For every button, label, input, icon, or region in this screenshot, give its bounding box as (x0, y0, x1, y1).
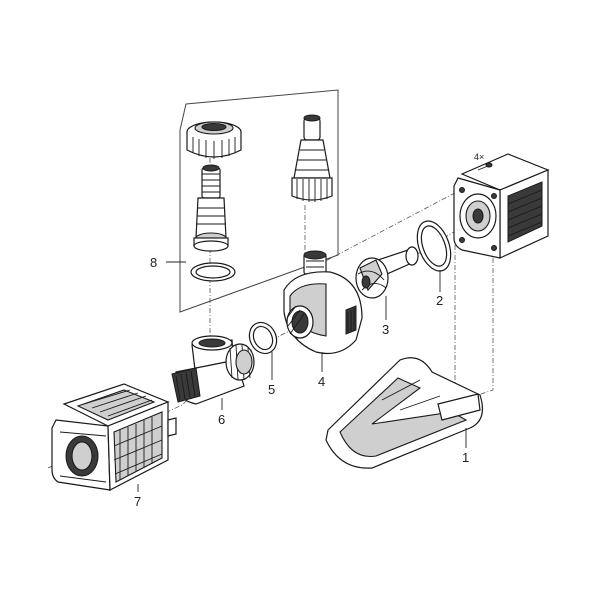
screw-quantity-label: 4× (474, 152, 484, 162)
callout-1: 1 (462, 450, 469, 465)
part-4-pump-housing (283, 250, 363, 355)
part-6-elbow-connector (171, 335, 255, 405)
part-3-impeller (355, 246, 419, 299)
callout-6: 6 (218, 412, 225, 427)
part-1-base-stand (325, 357, 483, 469)
callout-8: 8 (150, 255, 157, 270)
union-nut (186, 121, 242, 159)
stepped-hose-tail-large (291, 114, 333, 202)
callout-5: 5 (268, 382, 275, 397)
screw-icon (477, 162, 493, 171)
leader-lines (137, 261, 467, 492)
callout-7: 7 (134, 494, 141, 509)
part-8-group-frame (179, 89, 339, 313)
callout-4: 4 (318, 374, 325, 389)
part-8-hose-fittings (186, 114, 333, 282)
stepped-hose-tail-small (193, 164, 229, 252)
callout-2: 2 (436, 293, 443, 308)
group-o-ring (190, 262, 236, 282)
callout-labels: 1 2 3 4 5 6 7 8 4× (134, 152, 484, 509)
motor-block (453, 153, 550, 259)
part-7-prefilter-basket (51, 383, 177, 491)
callout-3: 3 (382, 322, 389, 337)
part-5-o-ring (248, 321, 278, 355)
part-2-o-ring (416, 220, 452, 272)
